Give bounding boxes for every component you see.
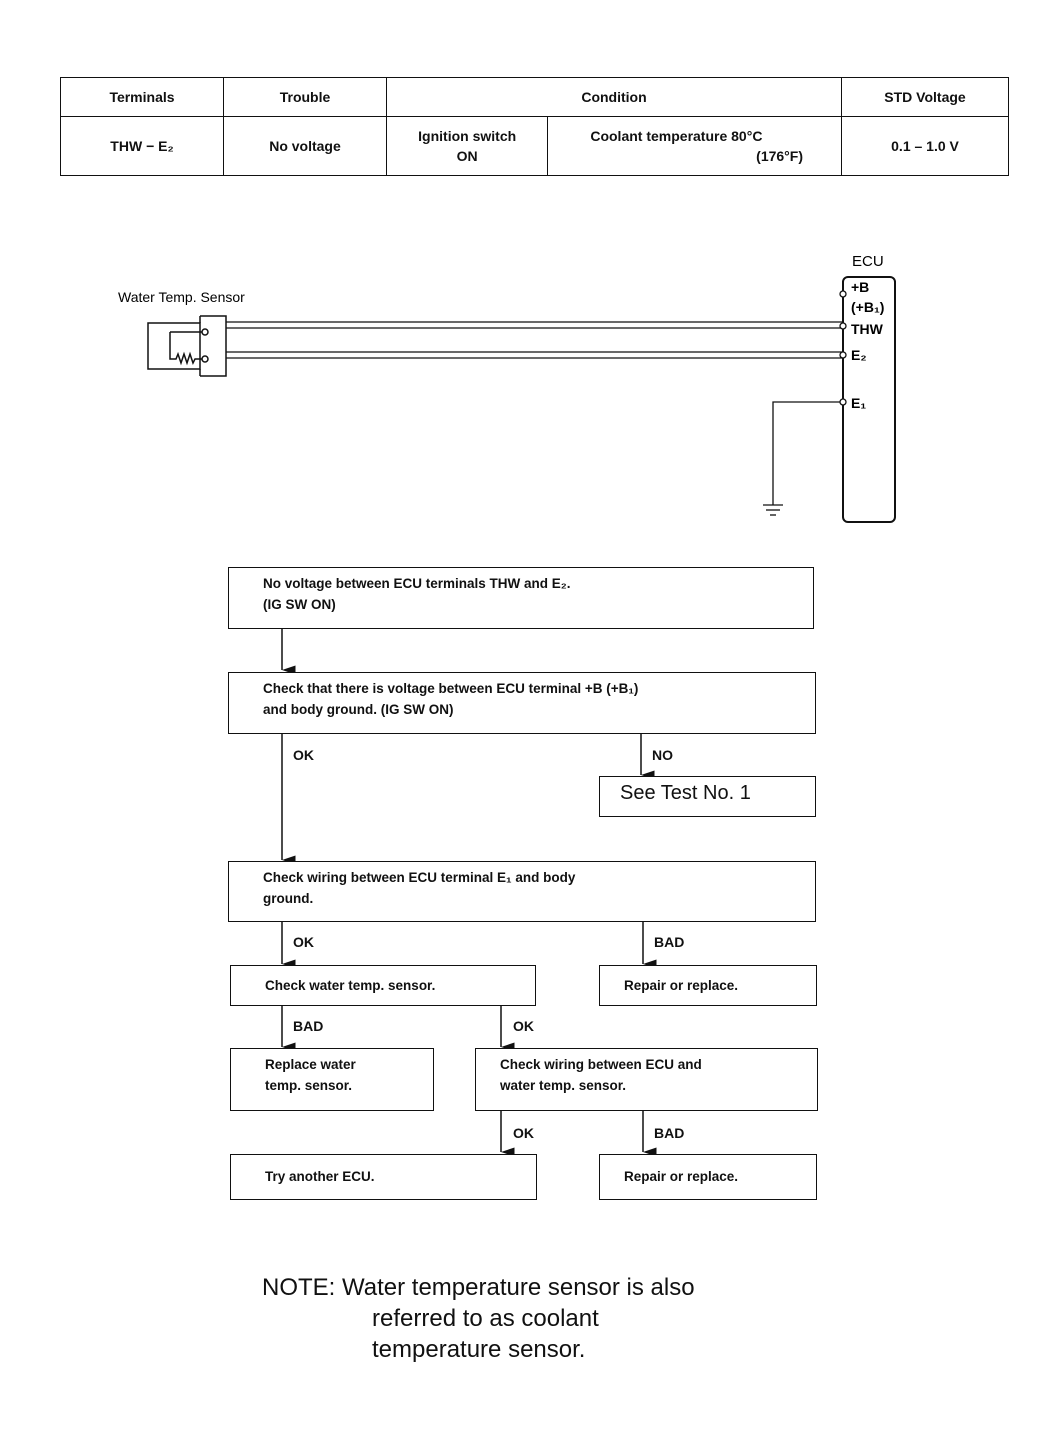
label-ok-3: OK	[513, 1018, 534, 1034]
header-trouble: Trouble	[223, 77, 387, 117]
flow-box-try-ecu: Try another ECU.	[230, 1154, 537, 1200]
header-std-voltage: STD Voltage	[841, 77, 1009, 117]
flow-box-check-e1-wiring-line1: Check wiring between ECU terminal E₁ and…	[263, 870, 576, 885]
flow-box-check-sensor: Check water temp. sensor.	[230, 965, 536, 1006]
spec-table: Terminals Trouble Condition STD Voltage …	[60, 77, 1009, 176]
flow-box-check-voltage-line2: and body ground. (IG SW ON)	[263, 702, 454, 717]
wiring-diagram: Water Temp. Sensor ECU +B (+B₁) THW E₂ E…	[118, 253, 896, 523]
harness	[226, 321, 843, 516]
label-ok-1: OK	[293, 747, 314, 763]
flow-box-no-voltage: No voltage between ECU terminals THW and…	[228, 567, 814, 629]
terminal-e2: E₂	[851, 347, 867, 363]
flow-box-check-sensor-text: Check water temp. sensor.	[265, 978, 436, 993]
flow-box-check-voltage-line1: Check that there is voltage between ECU …	[263, 681, 639, 696]
water-temp-sensor	[147, 315, 227, 377]
ignition-line2: ON	[456, 148, 478, 164]
label-bad-4: BAD	[654, 1125, 685, 1141]
cell-ignition: Ignition switch ON	[385, 116, 549, 176]
note-line3: temperature sensor.	[372, 1336, 586, 1363]
terminal-b-pin	[839, 290, 847, 298]
ecu-label: ECU	[852, 253, 884, 270]
cell-coolant: Coolant temperature 80°C (176°F)	[547, 116, 842, 176]
flow-box-replace-sensor-line1: Replace water	[265, 1057, 356, 1072]
terminal-b: +B	[851, 279, 869, 295]
flow-box-try-ecu-text: Try another ECU.	[265, 1169, 375, 1184]
label-no-1: NO	[652, 747, 673, 763]
terminal-e1: E₁	[851, 395, 866, 411]
flow-box-repair-1: Repair or replace.	[599, 965, 817, 1006]
terminal-e2-pin	[839, 351, 847, 359]
flow-box-check-sensor-wiring-line1: Check wiring between ECU and	[500, 1057, 702, 1072]
flow-box-check-sensor-wiring: Check wiring between ECU and water temp.…	[475, 1048, 818, 1111]
flow-box-repair-2-text: Repair or replace.	[624, 1169, 739, 1184]
flow-box-check-e1-wiring: Check wiring between ECU terminal E₁ and…	[228, 861, 816, 922]
header-terminals: Terminals	[60, 77, 224, 117]
flow-box-no-voltage-line1: No voltage between ECU terminals THW and…	[263, 576, 571, 591]
terminal-b1: (+B₁)	[851, 299, 884, 315]
note: NOTE: Water temperature sensor is also r…	[262, 1272, 695, 1365]
flow-box-check-sensor-wiring-line2: water temp. sensor.	[500, 1078, 627, 1093]
terminal-e1-pin	[839, 398, 847, 406]
note-line2: referred to as coolant	[372, 1305, 599, 1332]
terminal-thw-pin	[839, 322, 847, 330]
coolant-line1: Coolant temperature 80°C	[590, 128, 763, 144]
flow-box-replace-sensor: Replace water temp. sensor.	[230, 1048, 434, 1111]
table-header-row: Terminals Trouble Condition STD Voltage	[60, 77, 1009, 117]
label-bad-3: BAD	[293, 1018, 324, 1034]
cell-std-voltage: 0.1 – 1.0 V	[841, 116, 1009, 176]
flow-box-repair-2: Repair or replace.	[599, 1154, 817, 1200]
flow-box-check-voltage: Check that there is voltage between ECU …	[228, 672, 816, 734]
flow-box-see-test-text: See Test No. 1	[620, 782, 751, 804]
table-row: THW − E₂ No voltage Ignition switch ON C…	[60, 116, 1009, 176]
flow-box-see-test: See Test No. 1	[599, 776, 816, 817]
label-bad-2: BAD	[654, 934, 685, 950]
terminal-thw: THW	[851, 321, 884, 337]
ignition-line1: Ignition switch	[418, 128, 517, 144]
flow-box-no-voltage-line2: (IG SW ON)	[263, 597, 336, 612]
sensor-label: Water Temp. Sensor	[118, 289, 245, 305]
coolant-line2: (176°F)	[756, 148, 803, 164]
label-ok-2: OK	[293, 934, 314, 950]
note-line1: NOTE: Water temperature sensor is also	[262, 1274, 695, 1301]
flow-box-check-e1-wiring-line2: ground.	[263, 891, 314, 906]
flow-box-repair-1-text: Repair or replace.	[624, 978, 739, 993]
label-ok-4: OK	[513, 1125, 534, 1141]
flow-box-replace-sensor-line2: temp. sensor.	[265, 1078, 353, 1093]
